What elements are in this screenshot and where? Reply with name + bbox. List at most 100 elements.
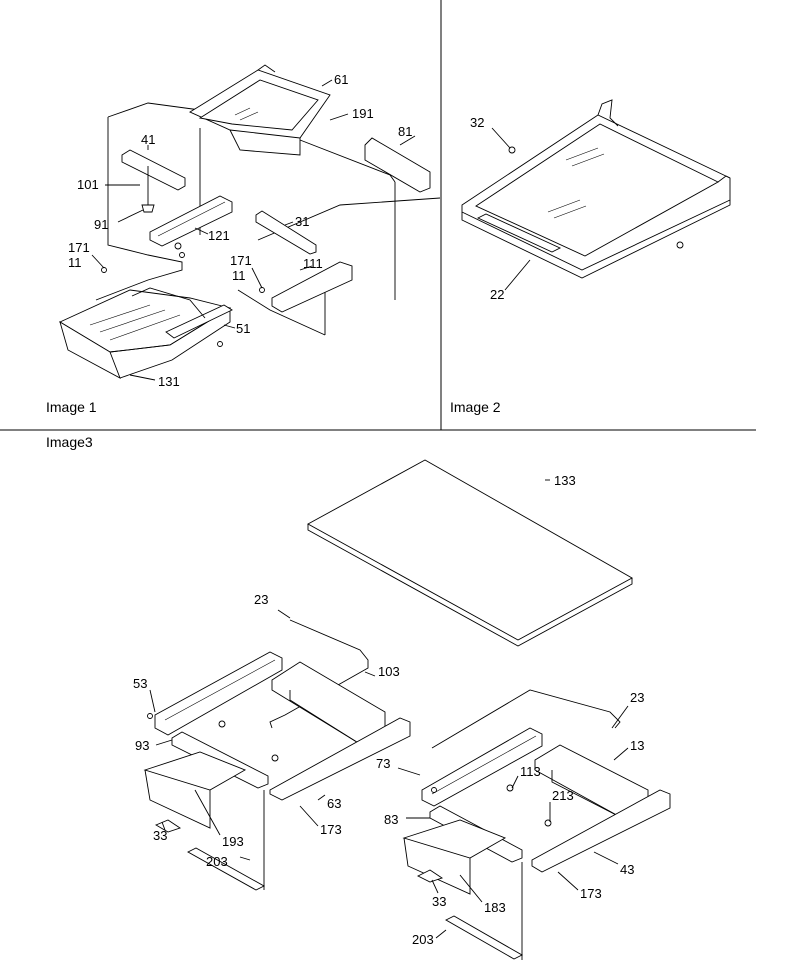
- shelf-22-front-lip: [461, 200, 731, 279]
- callout-93: 93: [135, 738, 149, 753]
- cover-51: [165, 304, 233, 339]
- callout-81: 81: [398, 124, 412, 139]
- callout-13: 13: [630, 738, 644, 753]
- callout-171-right: 171: [230, 253, 252, 268]
- screw: [179, 252, 185, 258]
- glass-glint: [571, 153, 605, 167]
- slide-53-track: [164, 659, 276, 721]
- callout-133: 133: [554, 473, 576, 488]
- slide-73: [421, 727, 543, 807]
- shelf-22-hook-left: [597, 99, 619, 127]
- screw: [217, 341, 223, 347]
- panel-1-drawing: [59, 64, 441, 381]
- panel-2-title: Image 2: [450, 399, 501, 415]
- screw: [174, 242, 182, 250]
- bracket-41: [121, 149, 186, 191]
- screw-213: [544, 819, 552, 827]
- callout-173-left: 173: [320, 822, 342, 837]
- cover-183-front: [403, 837, 471, 895]
- shelf-61-front: [229, 129, 301, 156]
- bracket-103-side: [289, 690, 361, 745]
- callout-32: 32: [470, 115, 484, 130]
- slide-73-track: [431, 735, 537, 795]
- panel-3-leaders: [149, 479, 629, 939]
- drawer-divider: [131, 287, 206, 319]
- wire-23-left: [269, 619, 369, 729]
- callout-203-right: 203: [412, 932, 434, 947]
- callout-22: 22: [490, 287, 504, 302]
- glass-glint: [547, 199, 581, 213]
- drawer-rib: [99, 309, 166, 333]
- bracket-13-side: [551, 770, 623, 819]
- panel-2-drawing: [461, 99, 731, 291]
- callout-23-right: 23: [630, 690, 644, 705]
- callout-91: 91: [94, 217, 108, 232]
- callout-43: 43: [620, 862, 634, 877]
- callout-213: 213: [552, 788, 574, 803]
- lower-plane: [237, 289, 326, 336]
- slide-111: [271, 261, 353, 313]
- glass-133: [307, 459, 633, 641]
- callout-11-right: 11: [232, 268, 246, 283]
- panel-3-title: Image3: [46, 434, 93, 450]
- callout-33-right: 33: [432, 894, 446, 909]
- callout-23-left: 23: [254, 592, 268, 607]
- callout-103: 103: [378, 664, 400, 679]
- panel-3-callouts: Image3 133 23 103 53 93 63 173 33 193 20…: [46, 434, 644, 947]
- callout-191: 191: [352, 106, 374, 121]
- glass-glint: [234, 107, 251, 116]
- glass-glint: [239, 111, 259, 121]
- screw-32: [508, 146, 516, 154]
- strip-203-right: [445, 915, 523, 960]
- callout-111: 111: [303, 256, 323, 271]
- panel-2-callouts: 32 22 Image 2: [450, 115, 504, 415]
- rail-81: [364, 137, 431, 193]
- left-plane-top: [107, 102, 201, 118]
- screw: [147, 713, 153, 719]
- rail-63: [269, 717, 411, 801]
- callout-131: 131: [158, 374, 180, 389]
- cover-183: [402, 819, 507, 859]
- callout-61: 61: [334, 72, 348, 87]
- callout-113: 113: [520, 764, 541, 779]
- leader-32: [491, 127, 511, 149]
- screw: [218, 720, 226, 728]
- callout-83: 83: [384, 812, 398, 827]
- screw: [271, 754, 279, 762]
- panel-1-leaders: [91, 79, 416, 381]
- callout-31: 31: [295, 214, 309, 229]
- cover-193-front: [144, 769, 211, 829]
- callout-51: 51: [236, 321, 250, 336]
- left-plane: [95, 117, 183, 301]
- drawer-131-side: [109, 307, 231, 379]
- panel-1-title: Image 1: [46, 399, 97, 415]
- bracket-103: [271, 661, 386, 745]
- shelf-22-hook-right: [717, 175, 731, 183]
- screw: [676, 241, 684, 249]
- callout-203-left: 203: [206, 854, 228, 869]
- callout-73: 73: [376, 756, 390, 771]
- cover-193: [143, 751, 247, 791]
- callout-121: 121: [208, 228, 230, 243]
- panel-borders: [0, 0, 756, 431]
- callout-63: 63: [327, 796, 341, 811]
- shelf-61-hook: [257, 64, 276, 73]
- drawer-rib: [109, 314, 181, 341]
- callout-101: 101: [77, 177, 99, 192]
- shelf-22-handle: [476, 213, 562, 253]
- callout-173-right: 173: [580, 886, 602, 901]
- clip-91: [141, 204, 155, 213]
- clip-33-right: [416, 869, 444, 883]
- panel-1-callouts: 61 191 81 41 101 91 121 31 171 11 171 11…: [46, 72, 412, 415]
- leader-22: [504, 259, 531, 291]
- screw: [101, 267, 107, 273]
- screw-113: [506, 784, 514, 792]
- callout-11-left: 11: [68, 255, 82, 270]
- callout-41: 41: [141, 132, 155, 147]
- panel-3-drawing: [143, 459, 671, 960]
- glass-133-edge: [307, 524, 633, 647]
- leader-23-left: [277, 609, 291, 619]
- rail-31: [255, 210, 317, 255]
- callout-53: 53: [133, 676, 147, 691]
